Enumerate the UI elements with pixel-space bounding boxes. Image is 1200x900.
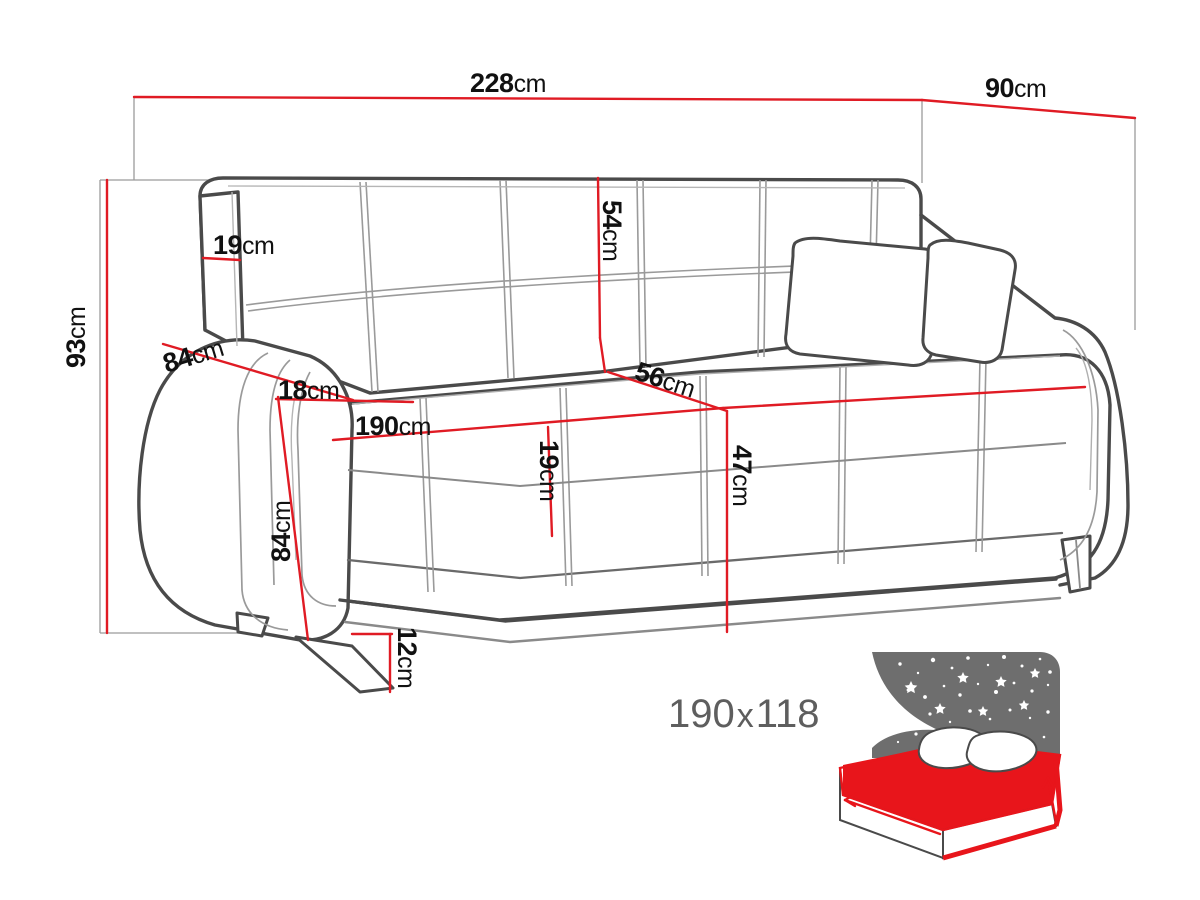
- dim-unit-84-depth: cm: [268, 500, 296, 533]
- dim-unit-18: cm: [307, 377, 340, 405]
- dim-value-54: 54: [597, 200, 627, 230]
- dim-unit-19-top: cm: [242, 232, 275, 260]
- night-sky-backdrop: [872, 652, 1060, 758]
- dimline-190-right: [721, 385, 1087, 410]
- dim-unit-54: cm: [597, 229, 625, 262]
- dim-value-19-seat: 19: [534, 440, 564, 470]
- dimline-54-foot: [598, 336, 607, 374]
- dimline-19-seat: [546, 425, 554, 538]
- dimension-lines: [105, 95, 1137, 694]
- throw-pillow-left: [784, 236, 947, 367]
- dim-value-228: 228: [470, 68, 514, 98]
- mattress-dimension-arrows: [843, 776, 1058, 836]
- bed-size-length: 118: [755, 692, 820, 736]
- dimline-19-top: [201, 256, 242, 262]
- dim-unit-12: cm: [392, 656, 420, 689]
- dimline-54: [596, 176, 602, 340]
- dim-unit-19-seat: cm: [534, 469, 562, 502]
- dim-value-18: 18: [278, 375, 308, 405]
- dim-label-seat-cushion-height: 19cm: [534, 440, 564, 502]
- dim-label-leg-height: 12cm: [392, 627, 422, 689]
- throw-pillow-right: [921, 238, 1017, 364]
- bed-size-label: 190x118: [668, 692, 820, 737]
- bed-size-width: 190: [668, 692, 735, 736]
- dim-value-84-depth: 84: [266, 532, 296, 562]
- dimline-84-depth: [276, 395, 310, 642]
- dimline-190: [331, 406, 725, 442]
- dim-unit-90: cm: [1014, 75, 1047, 103]
- armrest-detail: [237, 352, 337, 631]
- bed-size-separator: x: [736, 697, 754, 735]
- dim-label-backrest-top-band: 19cm: [213, 230, 275, 260]
- dim-value-93: 93: [61, 338, 91, 368]
- dim-unit-93: cm: [63, 306, 91, 339]
- arrow-length: [1046, 776, 1058, 824]
- dim-label-overall-height: 93cm: [61, 306, 91, 368]
- right-armrest-detail: [1059, 329, 1099, 561]
- dim-value-90: 90: [985, 73, 1015, 103]
- dim-value-190: 190: [355, 411, 399, 441]
- bed-pillows: [917, 726, 1038, 773]
- dim-label-overall-width: 228cm: [470, 70, 546, 97]
- leg-rear-left: [235, 611, 270, 638]
- seat-tufting: [347, 355, 1067, 593]
- dimline-84-top: [161, 342, 355, 402]
- dim-value-12: 12: [392, 627, 422, 657]
- bed-icon: [838, 652, 1063, 861]
- leg-front-left: [294, 635, 395, 694]
- stars: [869, 655, 1052, 744]
- dim-label-overall-depth: 90cm: [985, 73, 1047, 103]
- dimline-90: [920, 98, 1137, 120]
- dim-label-seat-height: 47cm: [727, 445, 757, 507]
- dim-unit-190: cm: [398, 413, 432, 441]
- dim-value-47: 47: [727, 445, 757, 475]
- dim-label-backrest-height: 54cm: [597, 200, 627, 262]
- dim-unit-47: cm: [727, 474, 755, 507]
- dim-label-armrest-thickness: 18cm: [278, 375, 340, 405]
- leg-right: [1060, 534, 1092, 594]
- sofa-legs: [235, 534, 1092, 694]
- dim-unit-228: cm: [513, 70, 547, 98]
- dimline-56: [606, 370, 729, 413]
- arrow-width: [843, 798, 942, 836]
- dim-value-19-top: 19: [213, 230, 243, 260]
- dimline-18: [274, 397, 415, 404]
- dimline-228: [132, 95, 924, 102]
- dim-label-armrest-depth: 84cm: [266, 500, 296, 562]
- dim-label-seat-length: 190cm: [355, 413, 431, 440]
